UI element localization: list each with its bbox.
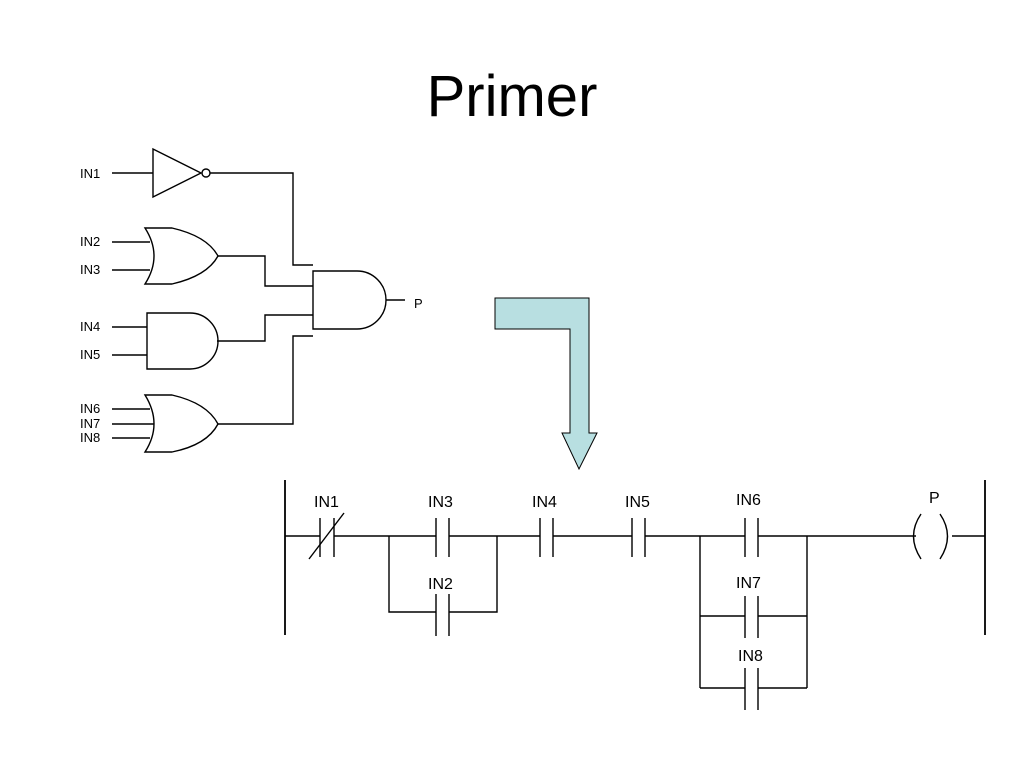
contact-in8	[744, 668, 759, 710]
ladder-label-in5: IN5	[625, 494, 650, 511]
logic-label-in4: IN4	[80, 319, 100, 334]
logic-diagram: IN1 IN2 IN3 IN4 IN5 IN6 IN7 IN8 P	[80, 147, 423, 453]
ladder-diagram: IN1 IN3 IN2 IN4 IN5 IN6 IN7 IN8 P	[284, 480, 986, 710]
contact-in4	[539, 518, 554, 557]
or-gate-in2-in3	[143, 227, 219, 285]
logic-label-in6: IN6	[80, 401, 100, 416]
ladder-label-in8: IN8	[738, 648, 763, 665]
contact-in6	[744, 518, 759, 557]
ladder-label-in6: IN6	[736, 492, 761, 509]
logic-label-in7: IN7	[80, 416, 100, 431]
ladder-label-in4: IN4	[532, 494, 557, 511]
elbow-down-arrow-icon	[494, 297, 598, 471]
contact-in3	[435, 518, 450, 557]
ladder-label-coil-p: P	[929, 490, 940, 507]
logic-label-in3: IN3	[80, 262, 100, 277]
contact-in7	[744, 596, 759, 638]
ladder-label-in3: IN3	[428, 494, 453, 511]
contact-in5	[631, 518, 646, 557]
logic-label-in2: IN2	[80, 234, 100, 249]
input-wires	[112, 172, 154, 439]
contact-in1-normally-closed	[308, 512, 345, 560]
logic-label-in5: IN5	[80, 347, 100, 362]
coil-p	[912, 513, 949, 560]
and-gate-output	[312, 270, 387, 330]
slide-title: Primer	[426, 64, 598, 129]
and-gate-in4-in5	[146, 312, 219, 370]
or-gate-in6-in7-in8	[143, 394, 219, 453]
contact-in2	[435, 594, 450, 636]
ladder-label-in2: IN2	[428, 576, 453, 593]
internal-wires	[210, 172, 405, 425]
logic-label-output-p: P	[414, 296, 423, 311]
ladder-label-in1: IN1	[314, 494, 339, 511]
not-gate	[152, 147, 211, 199]
rung-wires	[285, 535, 985, 689]
logic-label-in8: IN8	[80, 430, 100, 445]
ladder-label-in7: IN7	[736, 575, 761, 592]
logic-label-in1: IN1	[80, 166, 100, 181]
